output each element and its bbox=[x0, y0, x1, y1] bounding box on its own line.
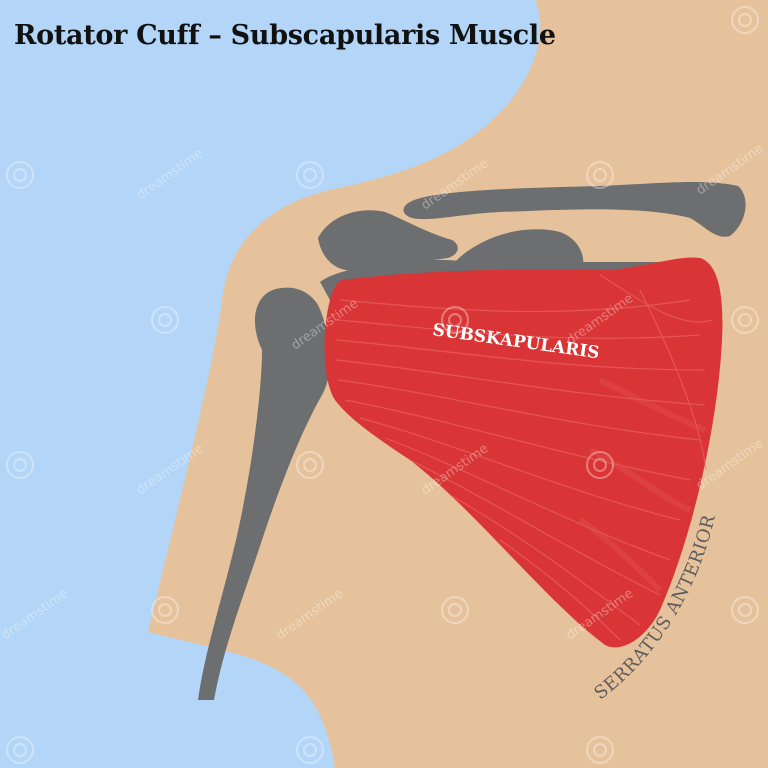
watermark-swirl-icon bbox=[441, 306, 469, 334]
watermark-swirl-icon bbox=[441, 596, 469, 624]
watermark-swirl-icon bbox=[151, 306, 179, 334]
clavicle-bone bbox=[403, 181, 746, 237]
watermark-swirl-icon bbox=[586, 161, 614, 189]
page-title: Rotator Cuff – Subscapularis Muscle bbox=[14, 20, 556, 51]
muscle-fibers bbox=[335, 274, 713, 641]
watermark-swirl-icon bbox=[586, 736, 614, 764]
watermark-swirl-icon bbox=[731, 306, 759, 334]
acromion-bone bbox=[318, 210, 458, 271]
watermark bbox=[6, 6, 759, 764]
watermark-swirl-icon bbox=[296, 736, 324, 764]
watermark-swirl-icon bbox=[586, 451, 614, 479]
watermark-swirl-icon bbox=[296, 451, 324, 479]
watermark-swirl-icon bbox=[6, 451, 34, 479]
humerus-bone bbox=[198, 287, 331, 700]
watermark-swirl-icon bbox=[296, 161, 324, 189]
muscle-fiber-highlights bbox=[578, 377, 707, 593]
watermark-swirl-icon bbox=[6, 161, 34, 189]
watermark-swirl-icon bbox=[731, 596, 759, 624]
watermark-swirl-icon bbox=[731, 6, 759, 34]
watermark-swirl-icon bbox=[6, 736, 34, 764]
subscapularis-muscle bbox=[324, 257, 723, 648]
watermark-swirl-icon bbox=[151, 596, 179, 624]
